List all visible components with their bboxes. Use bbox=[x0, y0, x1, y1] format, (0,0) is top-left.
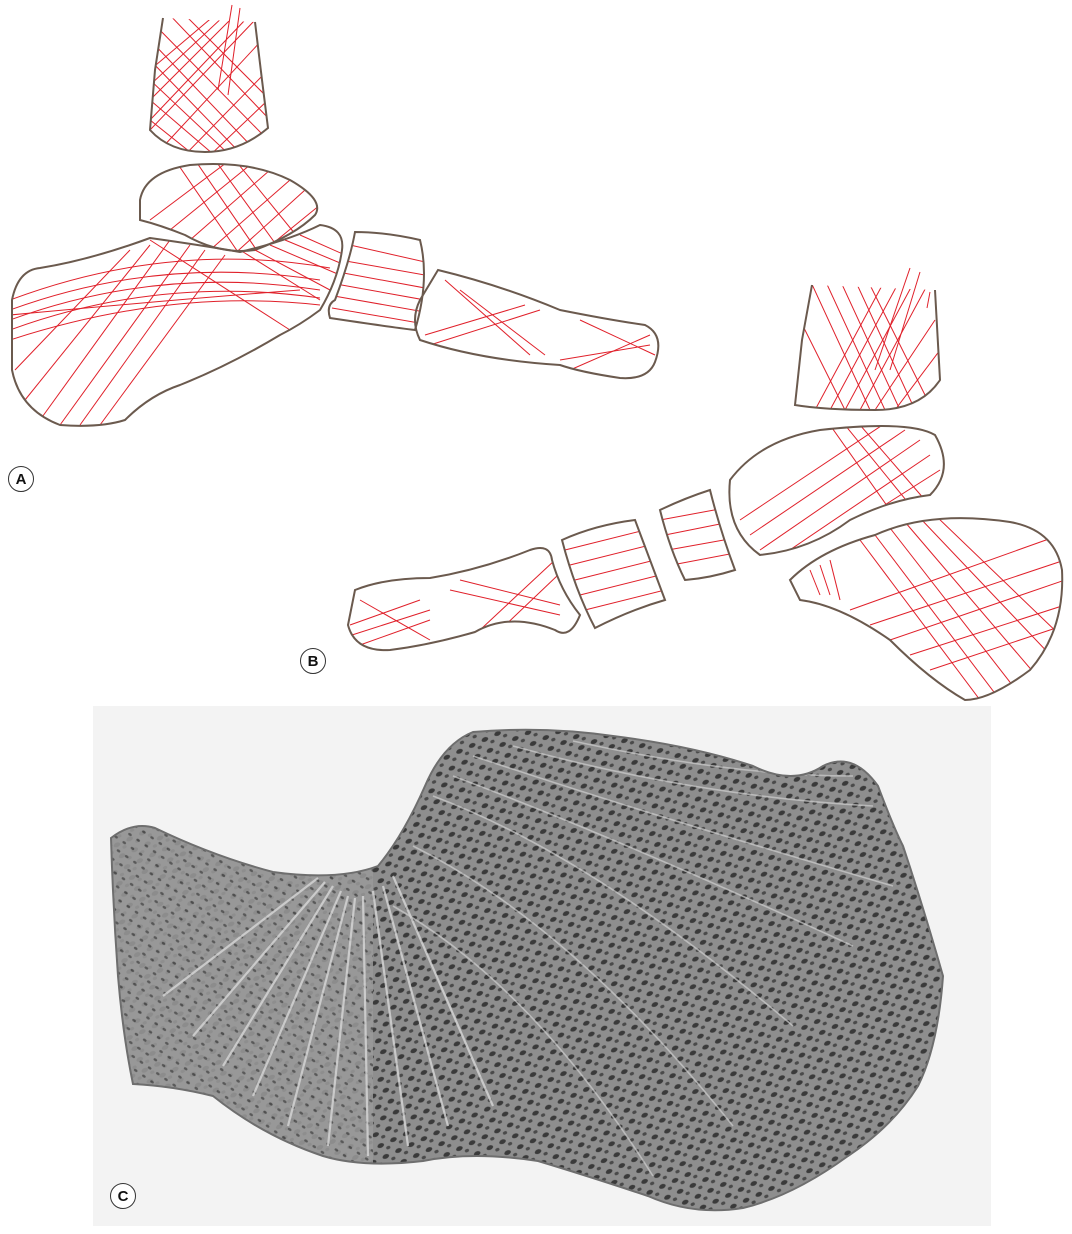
calcaneus-b bbox=[790, 515, 1065, 700]
metatarsal-b bbox=[348, 548, 580, 650]
calcaneus-section-photo bbox=[93, 706, 991, 1226]
talus-a bbox=[140, 160, 320, 262]
talus-b bbox=[729, 420, 944, 565]
panel-a-label: A bbox=[8, 466, 34, 492]
panel-b-drawing bbox=[330, 260, 1072, 705]
panel-b-label: B bbox=[300, 648, 326, 674]
navicular-b bbox=[660, 490, 740, 580]
panel-c-label: C bbox=[110, 1183, 136, 1209]
panel-c-photo bbox=[93, 706, 991, 1226]
calcaneus-a bbox=[10, 225, 345, 426]
tibia-b bbox=[795, 268, 940, 410]
tibia-a bbox=[150, 5, 270, 160]
